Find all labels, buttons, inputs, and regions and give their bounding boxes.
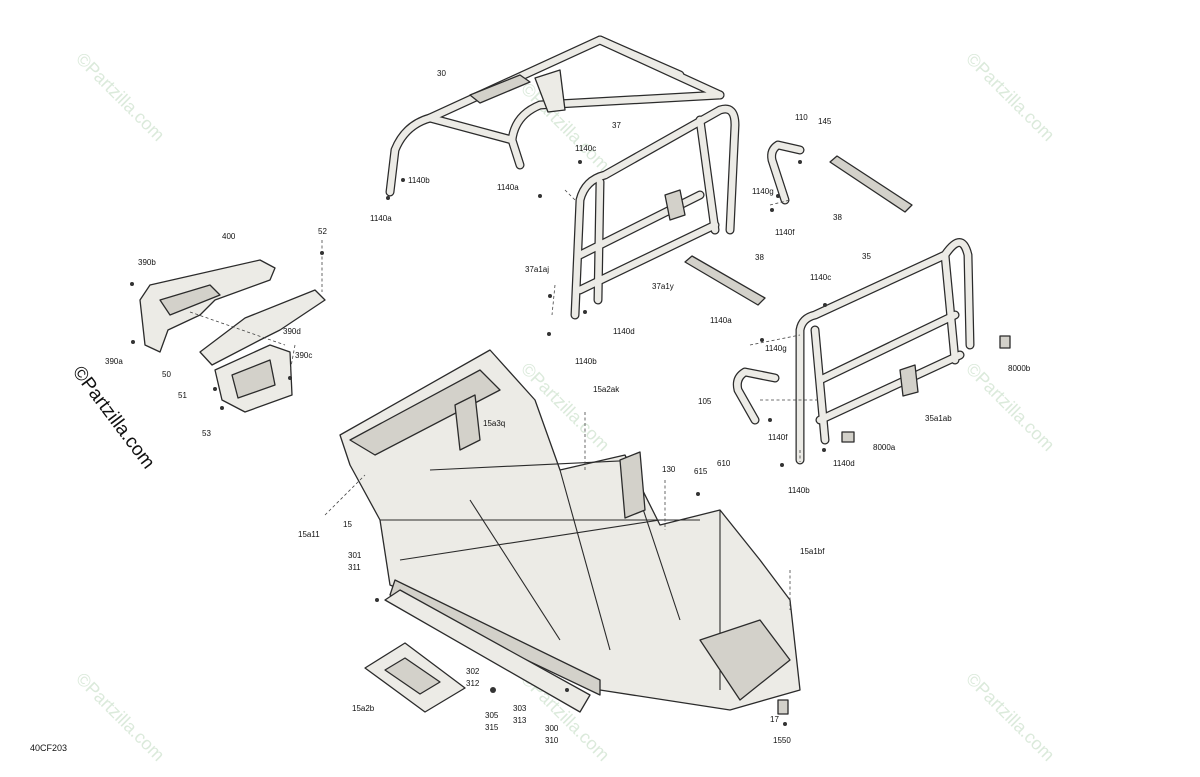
- callout-390b: 390b: [138, 258, 156, 267]
- callout-1140f-top: 1140f: [775, 228, 795, 237]
- callout-300: 300: [545, 724, 559, 733]
- callout-390d: 390d: [283, 327, 301, 336]
- callout-311: 311: [348, 563, 361, 572]
- callout-15a11: 15a11: [298, 530, 320, 539]
- callout-1140g-top: 1140g: [752, 187, 774, 196]
- callout-1140f-right: 1140f: [768, 433, 788, 442]
- callout-1140a-left: 1140a: [370, 214, 392, 223]
- callout-1140d-top: 1140d: [613, 327, 635, 336]
- callout-30: 30: [437, 69, 446, 78]
- callout-37a1aj: 37a1aj: [525, 265, 549, 274]
- part-clip-8000a: [841, 431, 855, 443]
- callout-8000b: 8000b: [1008, 364, 1031, 373]
- watermark-text: ©Partzilla.com: [962, 669, 1058, 765]
- part-roof-cage-30: [385, 35, 725, 197]
- part-handle-105: [732, 367, 780, 425]
- part-bracket-50: [199, 289, 326, 413]
- fastener-dots: [130, 160, 827, 726]
- watermark-logo-text: ©Partzilla.com: [68, 362, 159, 473]
- callout-52: 52: [318, 227, 327, 236]
- callout-15a1bf: 15a1bf: [800, 547, 825, 556]
- callout-390c: 390c: [295, 351, 312, 360]
- watermark-text: ©Partzilla.com: [72, 49, 168, 145]
- part-cage-35: [795, 238, 975, 465]
- callout-1140c-right: 1140c: [810, 273, 831, 282]
- watermark-text: ©Partzilla.com: [72, 669, 168, 765]
- part-bracket-17: [777, 699, 789, 715]
- part-plate-15a2b: [364, 642, 466, 713]
- callout-35a1ab: 35a1ab: [925, 414, 952, 423]
- watermark-text: ©Partzilla.com: [962, 359, 1058, 455]
- callout-15a2ak: 15a2ak: [593, 385, 620, 394]
- callout-301: 301: [348, 551, 362, 560]
- part-skid-300: [384, 589, 591, 713]
- callout-1550: 1550: [773, 736, 791, 745]
- callout-1140b-mid: 1140b: [575, 357, 597, 366]
- callout-1140c-top: 1140c: [575, 144, 596, 153]
- callout-50: 50: [162, 370, 171, 379]
- callout-310: 310: [545, 736, 559, 745]
- callout-303: 303: [513, 704, 527, 713]
- callout-130: 130: [662, 465, 676, 474]
- part-bar-38-mid: [684, 255, 766, 306]
- callout-110: 110: [795, 113, 808, 122]
- callout-1140b-right: 1140b: [788, 486, 810, 495]
- callout-1140a-top: 1140a: [497, 183, 519, 192]
- watermark-text: ©Partzilla.com: [517, 79, 613, 175]
- callout-315: 315: [485, 723, 499, 732]
- callout-labels: 30 37 110 145 1140c 1140b 1140a 1140a 11…: [30, 69, 1031, 753]
- part-chassis-15: [339, 349, 801, 711]
- callout-400: 400: [222, 232, 236, 241]
- part-bar-38-right: [829, 155, 913, 213]
- callout-313: 313: [513, 716, 527, 725]
- callout-145: 145: [818, 117, 832, 126]
- callout-312: 312: [466, 679, 480, 688]
- callout-38-right: 38: [833, 213, 842, 222]
- diagram-code: 40CF203: [30, 743, 67, 753]
- part-clip-8000b: [999, 335, 1011, 349]
- leader-lines: [189, 189, 820, 610]
- callout-51: 51: [178, 391, 187, 400]
- callout-53: 53: [202, 429, 211, 438]
- callout-35: 35: [862, 252, 871, 261]
- callout-37: 37: [612, 121, 621, 130]
- part-bracket-400: [139, 259, 276, 353]
- callout-1140g-right: 1140g: [765, 344, 787, 353]
- watermark-text: ©Partzilla.com: [962, 49, 1058, 145]
- callout-302: 302: [466, 667, 480, 676]
- callout-15: 15: [343, 520, 352, 529]
- part-cage-37: [570, 104, 740, 320]
- callout-37a1y: 37a1y: [652, 282, 674, 291]
- callout-38-mid: 38: [755, 253, 764, 262]
- callout-105: 105: [698, 397, 712, 406]
- callout-305: 305: [485, 711, 499, 720]
- callout-610: 610: [717, 459, 731, 468]
- callout-390a: 390a: [105, 357, 123, 366]
- callout-1140a-right: 1140a: [710, 316, 732, 325]
- part-handle-110: [767, 140, 805, 205]
- callout-15a3q: 15a3q: [483, 419, 505, 428]
- callout-17: 17: [770, 715, 779, 724]
- callout-1140d-right: 1140d: [833, 459, 855, 468]
- callout-1140b-top: 1140b: [408, 176, 430, 185]
- callout-615: 615: [694, 467, 708, 476]
- callout-8000a: 8000a: [873, 443, 896, 452]
- callout-15a2b: 15a2b: [352, 704, 375, 713]
